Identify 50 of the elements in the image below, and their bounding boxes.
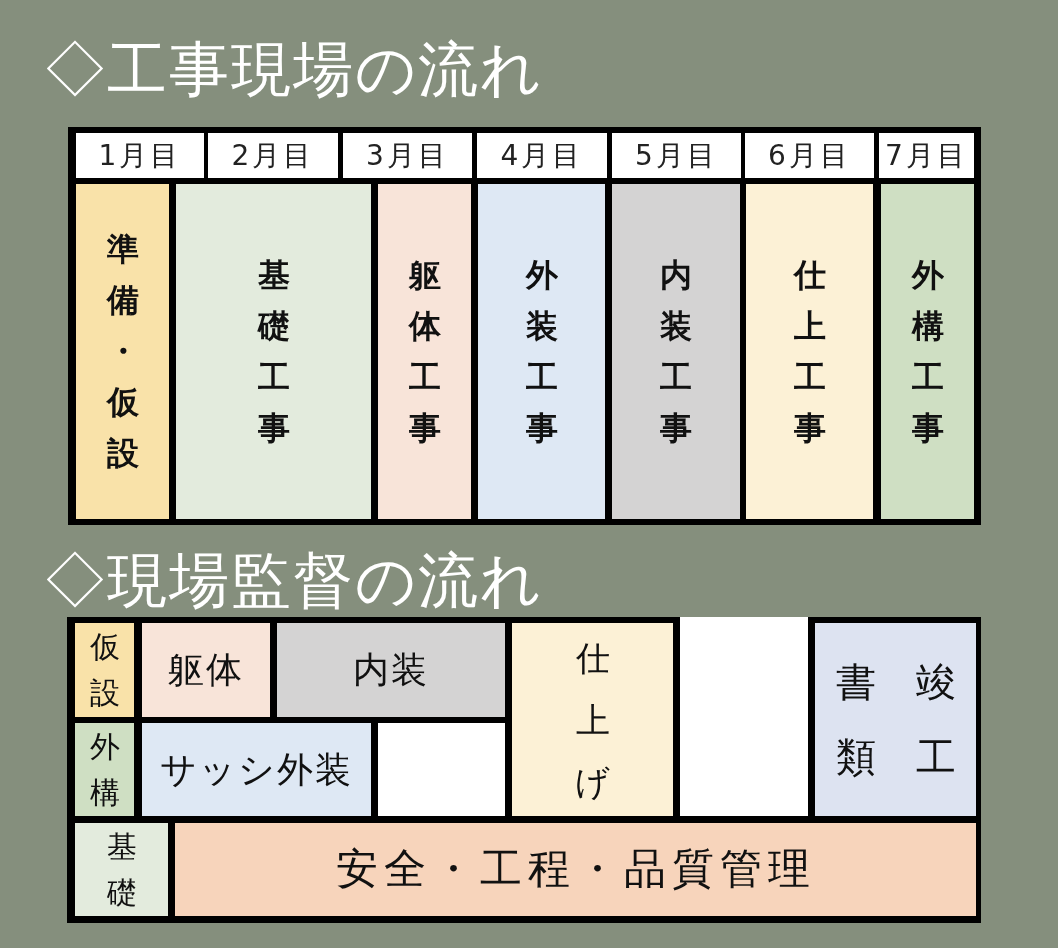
month-label: 1月目 [98, 138, 182, 173]
task-label: サッシ外装 [160, 747, 353, 792]
task-box [75, 823, 168, 916]
header-cell [879, 133, 974, 178]
task-box [142, 723, 371, 816]
task-box [175, 823, 976, 916]
task-label: 基礎 [105, 827, 138, 912]
header-cell [477, 133, 607, 178]
blank-box [680, 617, 808, 816]
phase-label: 躯体工事 [407, 254, 442, 449]
month-label: 5月目 [635, 138, 718, 173]
phase-column [612, 184, 740, 519]
task-label: 内装 [353, 648, 429, 692]
header-cell [343, 133, 472, 178]
task-label: 仮設 [88, 628, 121, 712]
phase-label: 基礎工事 [256, 254, 291, 449]
task-label: 竣工書類 [834, 657, 957, 782]
task-box [75, 723, 134, 816]
task-box [815, 623, 976, 816]
task-box [277, 623, 505, 717]
month-label: 2月目 [231, 138, 315, 173]
phase-column [881, 184, 974, 519]
phase-label: 外構工事 [910, 254, 945, 449]
blank-box [378, 723, 505, 816]
task-label: 安全・工程・品質管理 [335, 844, 816, 895]
header-cell [208, 133, 338, 178]
task-box [142, 623, 270, 717]
header-cell [612, 133, 741, 178]
task-label: 外構 [88, 727, 121, 812]
header-cell [76, 133, 204, 178]
phase-label: 内装工事 [659, 254, 693, 449]
phase-label: 準備・仮設 [105, 229, 140, 474]
phase-column [176, 184, 371, 519]
month-label: 4月目 [500, 138, 584, 173]
task-label: 仕上げ [574, 636, 611, 804]
section-heading: ◇現場監督の流れ [45, 547, 543, 613]
phase-column [478, 184, 605, 519]
phase-label: 外装工事 [524, 254, 559, 449]
month-label: 6月目 [768, 138, 851, 173]
task-box [75, 623, 134, 717]
section-heading: ◇工事現場の流れ [45, 36, 543, 102]
header-cell [745, 133, 874, 178]
task-box [512, 623, 673, 816]
phase-column [76, 184, 169, 519]
month-label: 3月目 [366, 138, 449, 173]
phase-label: 仕上工事 [792, 254, 827, 449]
phase-column [746, 184, 873, 519]
phase-column [378, 184, 471, 519]
task-label: 躯体 [168, 648, 244, 692]
month-label: 7月目 [885, 138, 968, 173]
